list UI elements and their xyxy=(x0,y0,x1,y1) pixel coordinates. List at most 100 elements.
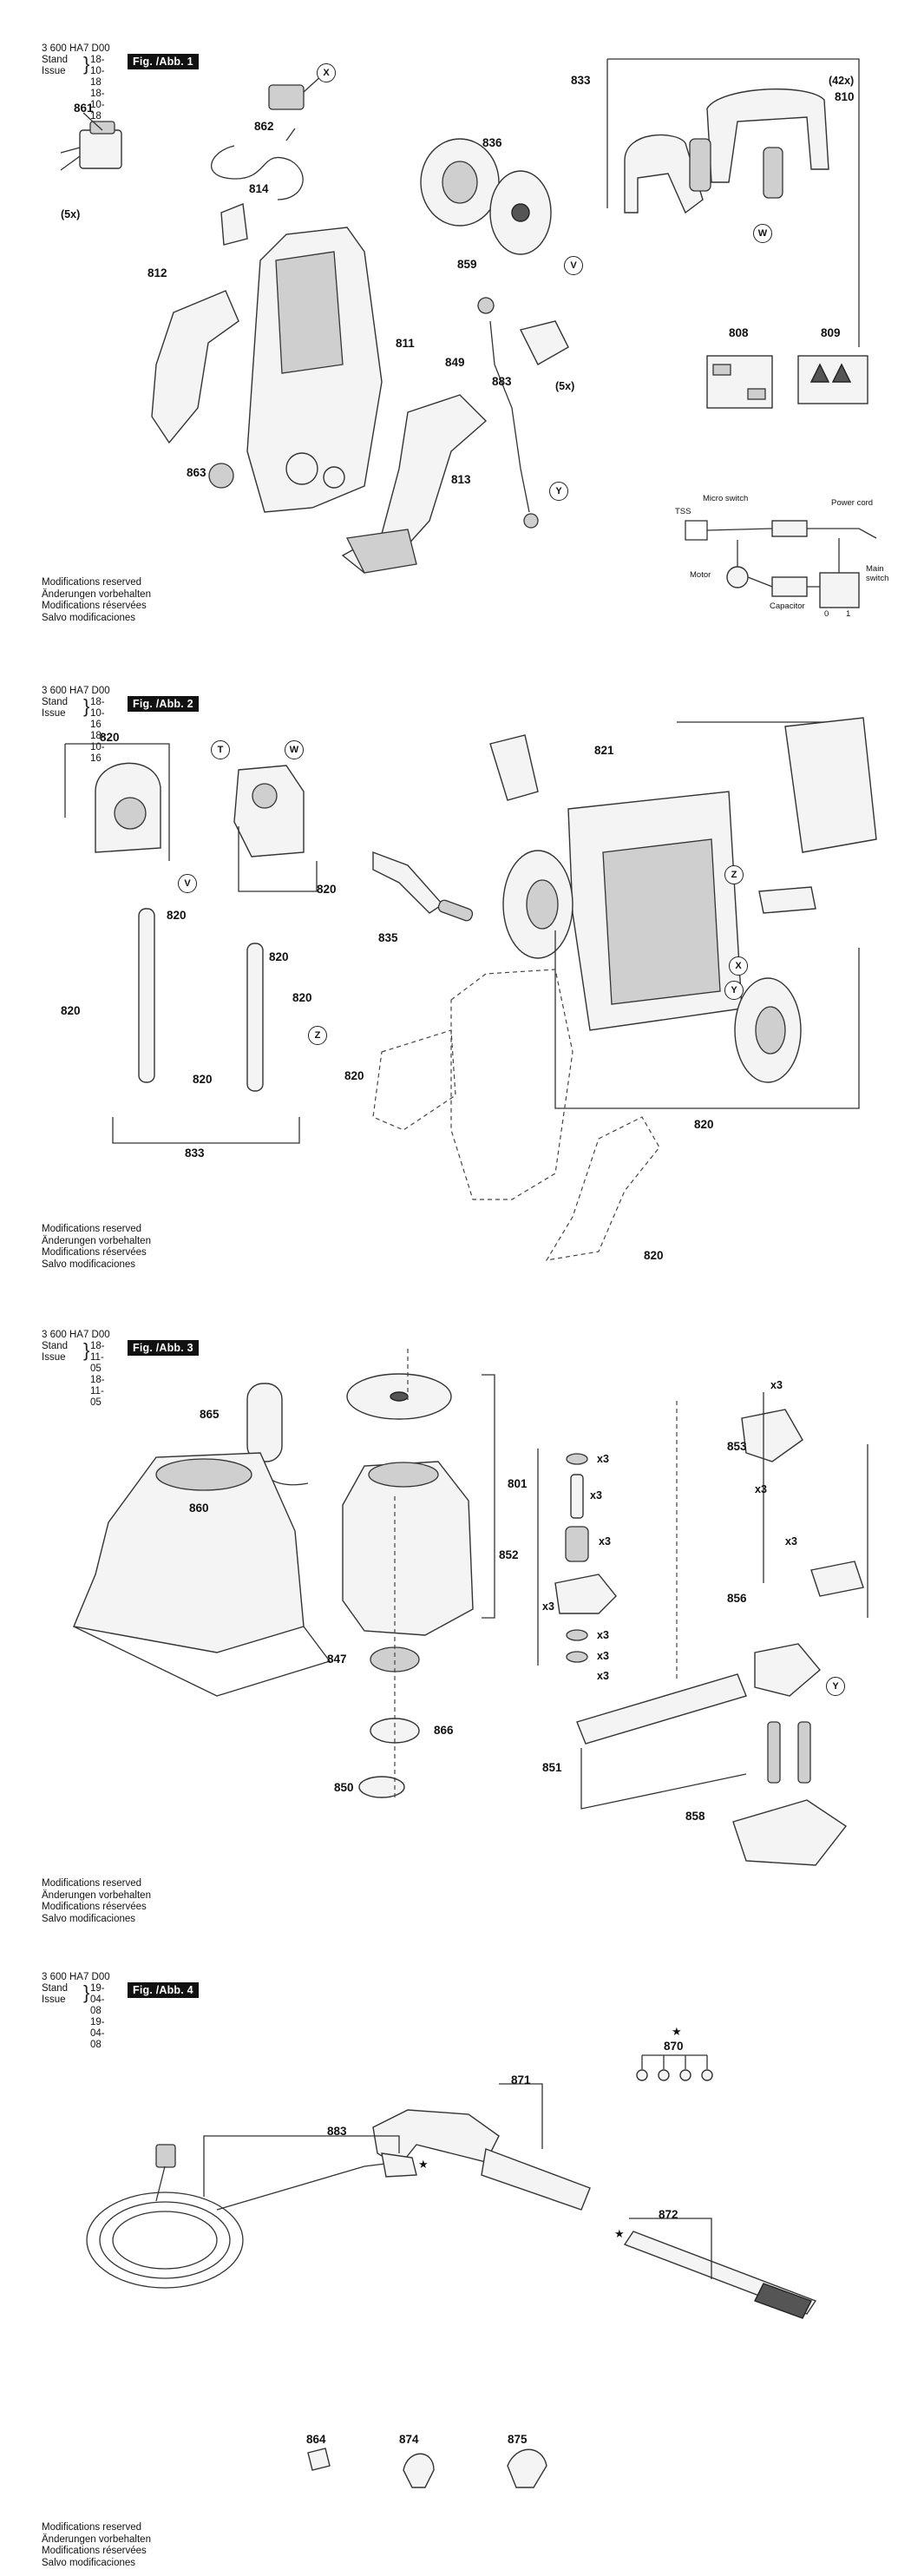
figure-badge: Fig. /Abb. 3 xyxy=(128,1340,199,1356)
callout-883: 883 xyxy=(492,375,512,388)
sheet-header: 3 600 HA7 D00 Stand Issue } 18-11-05 18-… xyxy=(42,1330,110,1408)
callout-856: 856 xyxy=(727,1592,747,1605)
issue-date: 19-04-08 xyxy=(90,2017,105,2050)
callout-820: 820 xyxy=(269,950,289,963)
stand-label: Stand xyxy=(42,55,69,65)
callout-813: 813 xyxy=(451,473,471,486)
drawing-code: 3 600 HA7 D00 xyxy=(42,1972,110,1982)
ref-circle-t: T xyxy=(211,740,230,759)
wiring-power-cord: Power cord xyxy=(831,498,874,508)
callout-809: 809 xyxy=(821,326,841,339)
callout-820: 820 xyxy=(61,1004,81,1017)
sheet-4: 3 600 HA7 D00 Stand Issue } 19-04-08 19-… xyxy=(0,1932,911,2576)
ref-circle-w: W xyxy=(753,224,772,243)
sheet-header: 3 600 HA7 D00 Stand Issue } 18-10-16 18-… xyxy=(42,686,110,764)
callout-836: 836 xyxy=(482,136,502,149)
transformer-part xyxy=(79,129,122,169)
capacitor-part xyxy=(246,1383,283,1462)
fan-part xyxy=(346,1373,452,1420)
modifications-note: Modifications reserved Änderungen vorbeh… xyxy=(42,2522,151,2568)
wiring-capacitor: Capacitor xyxy=(770,601,805,611)
issue-label: Issue xyxy=(42,66,66,76)
callout-858: 858 xyxy=(685,1810,705,1823)
qty-x3: x3 xyxy=(590,1489,602,1502)
plug-part xyxy=(268,84,305,110)
side-cover-part xyxy=(151,290,239,444)
qty-x3: x3 xyxy=(770,1379,783,1391)
callout-866: 866 xyxy=(434,1724,454,1737)
callout-820: 820 xyxy=(193,1073,213,1086)
callout-849: 849 xyxy=(445,356,465,369)
wiring-off: 0 xyxy=(824,609,829,619)
o-ring-set-part xyxy=(636,2069,648,2081)
qty-x3: x3 xyxy=(597,1629,609,1641)
callout-833: 833 xyxy=(185,1147,205,1160)
tss-box xyxy=(685,520,708,541)
sheet-2: 3 600 HA7 D00 Stand Issue } 18-10-16 18-… xyxy=(0,644,911,1288)
valve-housing-part xyxy=(754,1643,821,1697)
callout-852: 852 xyxy=(499,1548,519,1561)
issue-date: 18-10-16 xyxy=(90,731,105,764)
callout-875: 875 xyxy=(508,2433,528,2446)
qty-x3: x3 xyxy=(597,1650,609,1662)
exploded-view-fig2 xyxy=(64,717,877,1261)
ref-circle-z-2: Z xyxy=(308,1026,327,1045)
cam-part xyxy=(370,1646,420,1672)
stand-label: Stand xyxy=(42,1983,69,1994)
handle-part xyxy=(624,134,704,214)
figure-badge: Fig. /Abb. 1 xyxy=(128,54,199,69)
exploded-view-fig4 xyxy=(86,2054,817,2488)
o-ring-part xyxy=(358,1776,405,1798)
callout-820: 820 xyxy=(694,1118,714,1131)
ref-circle-v: V xyxy=(178,874,197,893)
drawing-code: 3 600 HA7 D00 xyxy=(42,43,110,54)
cylinder-head-part xyxy=(732,1799,848,1866)
callout-qty-42: (42x) xyxy=(829,75,855,87)
qty-x3: x3 xyxy=(597,1670,609,1682)
callout-820: 820 xyxy=(644,1249,664,1262)
callout-883: 883 xyxy=(327,2125,347,2138)
pressure-pipe-part xyxy=(576,1673,747,1745)
stand-label: Stand xyxy=(42,1341,69,1351)
callout-874: 874 xyxy=(399,2433,419,2446)
motor-part xyxy=(342,1461,474,1636)
hose-reel-part xyxy=(86,2192,244,2289)
ref-circle-v: V xyxy=(564,256,583,275)
callout-808: 808 xyxy=(729,326,749,339)
callout-851: 851 xyxy=(542,1761,562,1774)
callout-821: 821 xyxy=(594,744,614,757)
callout-865: 865 xyxy=(200,1408,220,1421)
ref-circle-y: Y xyxy=(549,482,568,501)
callout-820: 820 xyxy=(167,909,187,922)
label-809-part xyxy=(797,355,868,404)
pump-head-part xyxy=(741,1409,803,1462)
sheet-header: 3 600 HA7 D00 Stand Issue } 19-04-08 19-… xyxy=(42,1972,110,2050)
callout-820: 820 xyxy=(344,1069,364,1082)
callout-870: 870 xyxy=(664,2040,684,2053)
wiring-main-switch: Main switch xyxy=(866,564,889,583)
wiring-on: 1 xyxy=(846,609,851,619)
callout-820: 820 xyxy=(292,991,312,1004)
callout-801: 801 xyxy=(508,1477,528,1490)
stand-label: Stand xyxy=(42,697,69,707)
wiring-micro-switch: Micro switch xyxy=(703,494,749,503)
nozzle-864-part xyxy=(307,2448,331,2471)
drawing-code: 3 600 HA7 D00 xyxy=(42,686,110,696)
bracket-part xyxy=(233,765,305,858)
trigger-part xyxy=(372,851,444,914)
issue-date: 18-11-05 xyxy=(90,1375,105,1408)
issue-label: Issue xyxy=(42,1352,66,1363)
qty-x3: x3 xyxy=(597,1453,609,1465)
exploded-view-fig3 xyxy=(73,1349,868,1866)
sheet-1: 3 600 HA7 D00 Stand Issue } 18-10-18 18-… xyxy=(0,0,911,644)
callout-847: 847 xyxy=(327,1653,347,1666)
callout-863: 863 xyxy=(187,466,206,479)
qty-x3: x3 xyxy=(785,1535,797,1548)
nozzle-874-part xyxy=(403,2453,435,2488)
callout-814: 814 xyxy=(249,182,269,195)
callout-861: 861 xyxy=(74,102,94,115)
stand-date: 18-11-05 xyxy=(90,1341,105,1374)
issue-date: 18-10-18 xyxy=(90,89,105,122)
callout-812: 812 xyxy=(147,266,167,279)
callout-864: 864 xyxy=(306,2433,326,2446)
